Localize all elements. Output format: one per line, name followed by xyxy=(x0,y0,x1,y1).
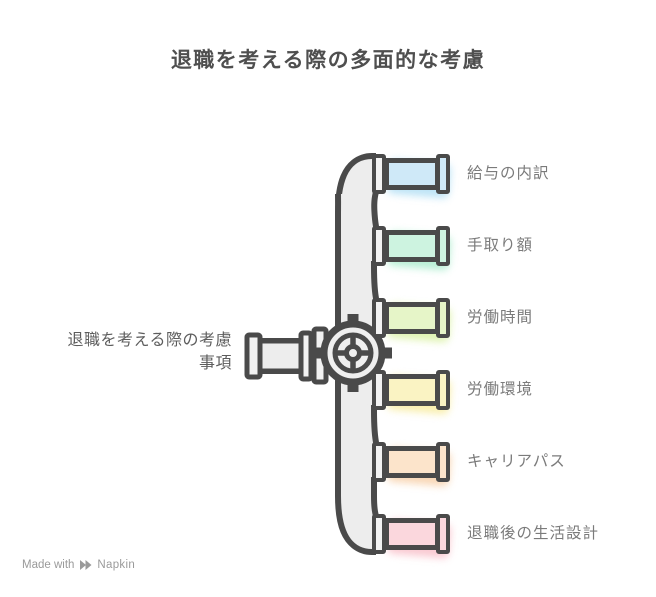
pipe-flange-left xyxy=(372,514,386,554)
root-label-line2: 事項 xyxy=(198,355,232,372)
pipe-flange-left xyxy=(372,370,386,410)
napkin-logo-icon xyxy=(80,560,92,570)
root-label-line1: 退職を考える際の考慮 xyxy=(67,332,232,349)
pipe-flange-right xyxy=(436,514,450,554)
diagram-title: 退職を考える際の多面的な考慮 xyxy=(170,49,486,72)
pipe-flange-left xyxy=(372,442,386,482)
pipe-segment xyxy=(384,446,440,478)
root-node-label: 退職を考える際の考慮 事項 xyxy=(8,329,232,375)
pipe-flange-left xyxy=(372,226,386,266)
pipe-segment xyxy=(384,374,440,406)
pipe-flange-right xyxy=(436,298,450,338)
pipe-flange-right xyxy=(436,226,450,266)
branch-label: 労働環境 xyxy=(467,381,534,398)
branch-label: 退職後の生活設計 xyxy=(467,525,600,542)
napkin-attribution[interactable]: Made with Napkin xyxy=(22,559,135,571)
napkin-brand-text: Napkin xyxy=(97,559,136,571)
branch-label: キャリアパス xyxy=(467,453,566,470)
pipe-segment xyxy=(384,302,440,334)
pipe-segment xyxy=(384,230,440,262)
branch-label: 給与の内訳 xyxy=(467,165,550,182)
pipe-flange-right xyxy=(436,442,450,482)
pipe-segment xyxy=(384,518,440,550)
branch-label: 手取り額 xyxy=(467,237,534,254)
pipe-flange-left xyxy=(372,154,386,194)
branch-label: 労働時間 xyxy=(467,309,534,326)
pipe-flange-left xyxy=(372,298,386,338)
pipe-flange-right xyxy=(436,154,450,194)
pipe-flange-right xyxy=(436,370,450,410)
pipe-segment xyxy=(384,158,440,190)
made-with-text: Made with xyxy=(22,559,75,571)
valve-wheel-icon xyxy=(314,314,392,392)
